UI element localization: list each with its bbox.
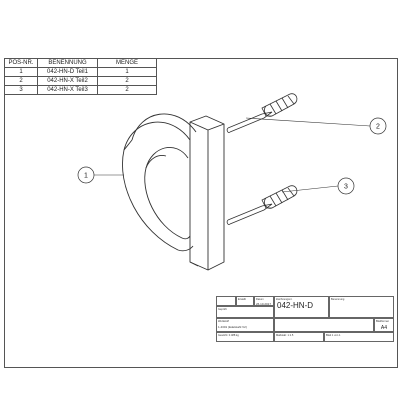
tb-cell-date: Datum 26.10.2017 — [254, 296, 274, 306]
balloon-1: 1 — [77, 166, 124, 184]
drawing-frame — [4, 58, 398, 368]
balloon-3: 3 — [281, 177, 355, 195]
letter-d-part — [122, 113, 225, 271]
tb-cell-reviewed: Geprüft — [216, 306, 274, 318]
tb-cell-weight: Gewicht: 0.488 kg — [216, 332, 274, 342]
tb-label-sheet: Blatt 1 von 1 — [326, 334, 341, 337]
tb-label-date: Datum — [256, 298, 264, 301]
balloon-2-label: 2 — [376, 124, 380, 131]
tb-cell-blank — [216, 296, 236, 306]
tb-label-reviewed: Geprüft — [218, 308, 227, 311]
title-block: Erstellt Datum 26.10.2017 Zeichnungsnr. … — [216, 296, 394, 342]
drawing-number: 042-HN-D — [277, 301, 314, 310]
tb-cell-blank-2 — [274, 318, 374, 332]
tb-label-name: Benennung — [331, 298, 345, 301]
tb-cell-created: Erstellt — [236, 296, 254, 306]
upper-pin-part — [226, 93, 298, 133]
balloon-2: 2 — [245, 117, 387, 135]
tb-cell-sheet: Blatt 1 von 1 — [324, 332, 394, 342]
sheet-format: A4 — [380, 325, 387, 331]
tb-label-scale: Maßstab: 1:1.5 — [276, 334, 294, 337]
tb-date-value: 26.10.2017 — [256, 302, 272, 306]
tb-cell-material: Werkstoff 1.4301 (Edelstahl V2) — [216, 318, 274, 332]
tb-cell-drawing-no: Zeichnungsnr. 042-HN-D — [274, 296, 329, 318]
balloon-3-label: 3 — [344, 184, 348, 191]
tb-label-created: Erstellt — [238, 298, 246, 301]
tb-cell-name: Benennung — [329, 296, 394, 318]
balloon-1-label: 1 — [84, 173, 88, 180]
tb-label-drawing-no: Zeichnungsnr. — [276, 298, 293, 301]
tb-label-material: Werkstoff — [218, 320, 229, 323]
table-row: 3 042-HN-X Teil3 2 — [4, 85, 157, 95]
tb-label-format: Blattformat — [376, 320, 389, 323]
tb-material-value: 1.4301 (Edelstahl V2) — [218, 325, 247, 329]
part-qty: 2 — [97, 85, 157, 95]
tb-label-weight: Gewicht: 0.488 kg — [218, 334, 239, 337]
tb-cell-format: Blattformat A4 — [374, 318, 394, 332]
lower-pin-part — [226, 185, 298, 225]
parts-list-table: POS-NR. BENENNUNG MENGE 1 042-HN-D Teil1… — [4, 58, 157, 95]
tb-cell-scale: Maßstab: 1:1.5 — [274, 332, 324, 342]
